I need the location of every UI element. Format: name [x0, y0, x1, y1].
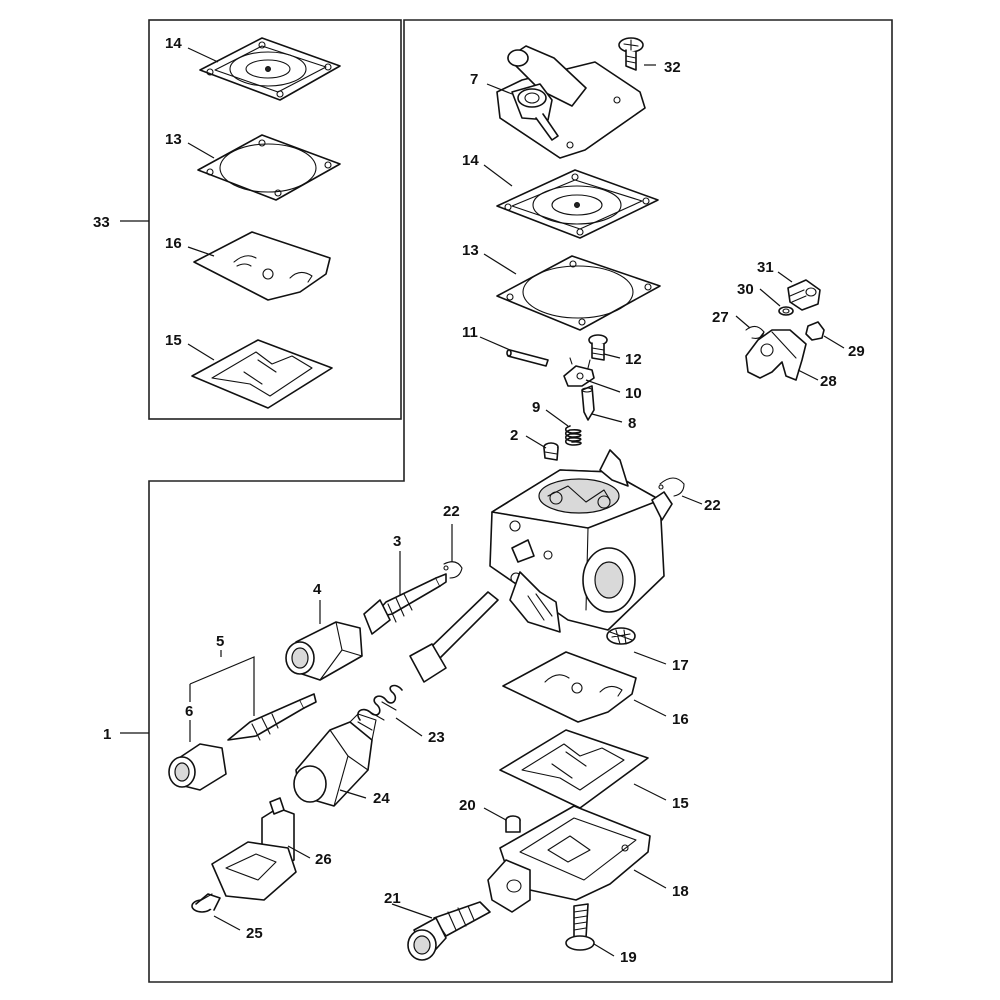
limiter-cap-4 — [285, 621, 363, 681]
kit-diaphragm-14 — [199, 37, 341, 101]
callout-9: 9 — [532, 399, 540, 416]
callout-5: 5 — [216, 633, 224, 650]
fitting-31 — [787, 279, 821, 311]
callout-6: 6 — [185, 703, 193, 720]
gasket-13 — [496, 255, 661, 331]
callout-labels: 14 13 16 15 33 7 32 14 13 11 12 10 8 9 2… — [93, 35, 865, 966]
screw-25 — [191, 893, 221, 913]
callout-14: 14 — [462, 152, 479, 169]
callout-1: 1 — [103, 726, 111, 743]
pump-cover-7 — [496, 45, 646, 159]
callout-22: 22 — [704, 497, 721, 514]
callout-30: 30 — [737, 281, 754, 298]
lever-10 — [563, 357, 595, 387]
leader-lines — [120, 47, 845, 957]
carburetor-body — [489, 449, 673, 633]
callout-28: 28 — [820, 373, 837, 390]
kit-plate-16 — [193, 231, 331, 301]
main-assembly-frame — [148, 19, 893, 983]
plug-20 — [505, 815, 521, 833]
callout-14: 14 — [165, 35, 182, 52]
pump-cover-18 — [487, 805, 651, 913]
callout-25: 25 — [246, 925, 263, 942]
callout-21: 21 — [384, 890, 401, 907]
callout-27: 27 — [712, 309, 729, 326]
callout-18: 18 — [672, 883, 689, 900]
throttle-shaft — [409, 591, 499, 683]
callout-16: 16 — [165, 235, 182, 252]
callout-7: 7 — [470, 71, 478, 88]
callout-4: 4 — [313, 581, 322, 598]
callout-15: 15 — [165, 332, 182, 349]
screw-32 — [618, 37, 644, 71]
callout-31: 31 — [757, 259, 774, 276]
adjusting-screw-21 — [407, 901, 491, 961]
pin-11 — [506, 349, 549, 367]
limiter-cap-6 — [168, 743, 227, 791]
callout-2: 2 — [510, 427, 518, 444]
spring-23 — [357, 684, 403, 731]
throttle-lever-26 — [211, 797, 297, 901]
circlip-27 — [745, 325, 765, 339]
callout-29: 29 — [848, 343, 865, 360]
callout-13: 13 — [165, 131, 182, 148]
spring-9 — [564, 425, 582, 446]
callout-23: 23 — [428, 729, 445, 746]
adjusting-needle-5 — [227, 693, 317, 741]
inlet-needle-8 — [581, 385, 595, 421]
screen-17 — [606, 627, 636, 645]
callout-13: 13 — [462, 242, 479, 259]
callout-11: 11 — [462, 324, 478, 341]
circlip-22-right — [658, 477, 685, 497]
washer-30 — [778, 306, 794, 316]
kit-33-frame — [148, 19, 402, 420]
callout-17: 17 — [672, 657, 689, 674]
gasket-15 — [499, 729, 649, 809]
callout-15: 15 — [672, 795, 689, 812]
callout-22: 22 — [443, 503, 460, 520]
lever-28 — [745, 329, 807, 381]
plug-2 — [543, 442, 559, 461]
kit-gasket-13 — [197, 134, 341, 201]
diaphragm-14 — [496, 169, 659, 239]
callout-19: 19 — [620, 949, 637, 966]
adjusting-needle-3 — [363, 573, 447, 635]
callout-26: 26 — [315, 851, 332, 868]
callout-20: 20 — [459, 797, 476, 814]
screw-12 — [588, 334, 608, 361]
kit-gasket-15 — [191, 339, 333, 409]
callout-10: 10 — [625, 385, 642, 402]
callout-33: 33 — [93, 214, 110, 231]
callout-16: 16 — [672, 711, 689, 728]
callout-24: 24 — [373, 790, 390, 807]
sleeve-24 — [293, 713, 377, 807]
callout-32: 32 — [664, 59, 681, 76]
callout-8: 8 — [628, 415, 636, 432]
circlip-22-left — [443, 561, 463, 579]
callout-3: 3 — [393, 533, 401, 550]
plate-16 — [502, 651, 637, 723]
screw-29 — [805, 321, 825, 341]
screw-19 — [565, 903, 595, 951]
callout-12: 12 — [625, 351, 642, 368]
